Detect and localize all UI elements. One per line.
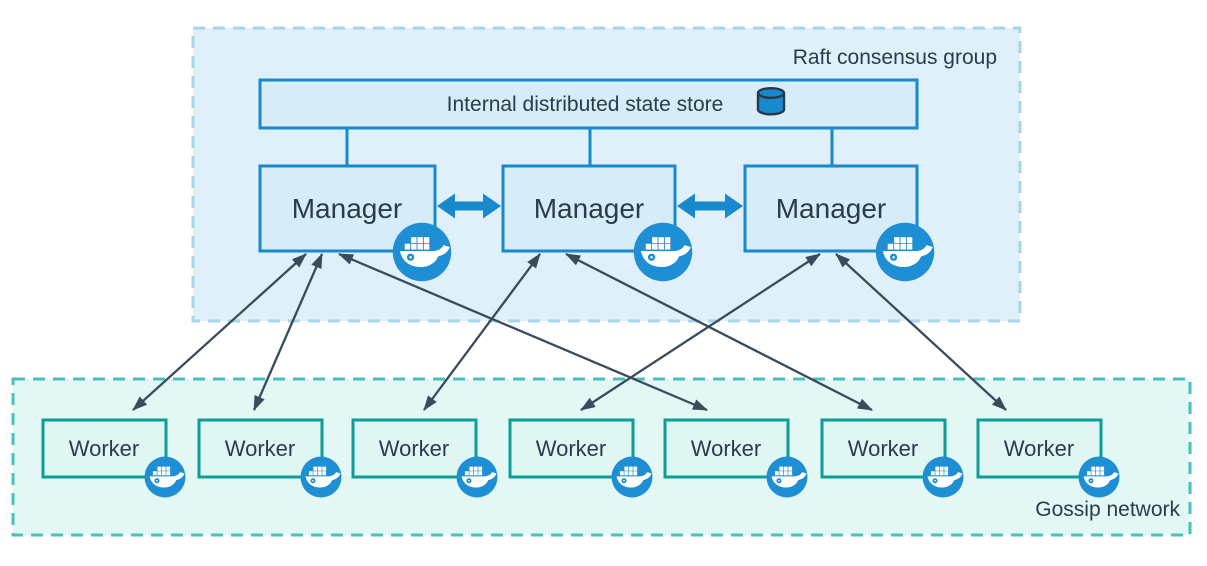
worker-node-1: Worker — [41, 418, 187, 499]
manager1-manager2-arrow — [437, 193, 501, 219]
worker1-box — [41, 418, 168, 479]
manager-node-3: Manager — [743, 164, 936, 283]
manager-node-2: Manager — [501, 164, 694, 283]
edge-manager3-worker7 — [835, 253, 1007, 411]
docker-whale-icon — [921, 455, 965, 499]
docker-whale-icon — [632, 221, 694, 283]
docker-whale-icon — [143, 455, 187, 499]
worker-node-7: Worker — [976, 418, 1121, 499]
manager1-label: Manager — [292, 193, 403, 224]
edge-manager3-worker4 — [580, 253, 821, 411]
manager3-label: Manager — [776, 193, 887, 224]
docker-whale-icon — [610, 455, 654, 499]
docker-whale-icon — [765, 455, 809, 499]
manager-node-1: Manager — [258, 164, 453, 283]
worker7-box — [976, 418, 1103, 479]
worker4-box — [508, 418, 635, 479]
manager2-manager3-arrow — [677, 193, 743, 219]
docker-whale-icon — [1077, 455, 1121, 499]
worker5-label: Worker — [691, 436, 762, 461]
worker-node-5: Worker — [663, 418, 809, 499]
gossip-network-label: Gossip network — [1035, 498, 1180, 521]
worker-node-4: Worker — [508, 418, 654, 499]
worker4-label: Worker — [536, 436, 607, 461]
worker6-box — [820, 418, 947, 479]
docker-whale-icon — [874, 221, 936, 283]
manager2-label: Manager — [534, 193, 645, 224]
worker1-label: Worker — [69, 436, 140, 461]
worker6-label: Worker — [848, 436, 919, 461]
docker-whale-icon — [455, 455, 499, 499]
docker-whale-icon — [299, 455, 343, 499]
worker7-label: Worker — [1004, 436, 1075, 461]
state-store-node: Internal distributed state store — [258, 78, 919, 130]
state-store-label: Internal distributed state store — [447, 93, 724, 116]
worker2-label: Worker — [225, 436, 296, 461]
worker2-box — [197, 418, 324, 479]
edge-manager2-worker3 — [423, 253, 541, 411]
worker3-box — [351, 418, 478, 479]
worker-node-2: Worker — [197, 418, 343, 499]
edge-manager1-worker2 — [252, 253, 324, 411]
worker3-label: Worker — [379, 436, 450, 461]
database-icon — [756, 86, 786, 116]
worker-node-3: Worker — [351, 418, 499, 499]
raft-group-label: Raft consensus group — [793, 46, 997, 69]
docker-whale-icon — [391, 221, 453, 283]
worker5-box — [663, 418, 790, 479]
worker-node-6: Worker — [820, 418, 965, 499]
state-store-box — [258, 78, 919, 130]
